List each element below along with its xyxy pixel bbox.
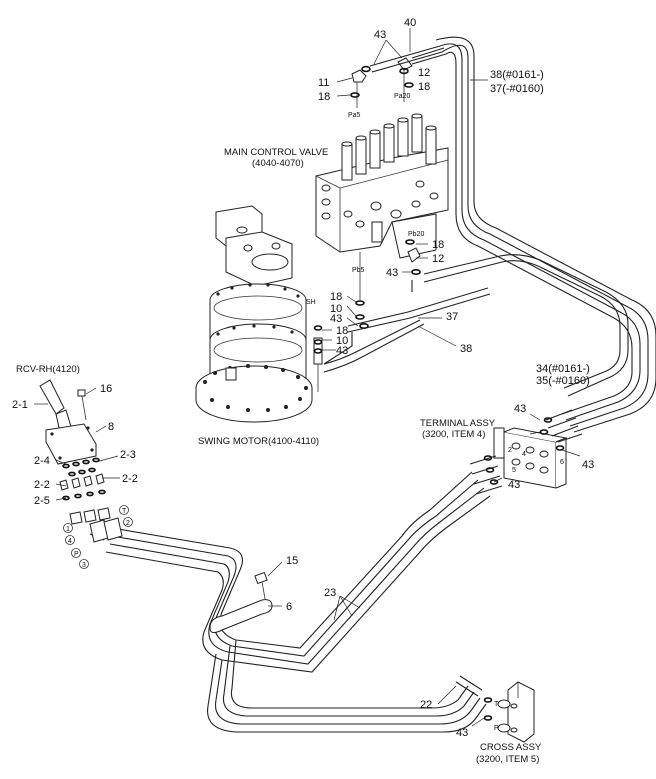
callout-43-terminal-c: 43 xyxy=(508,479,520,491)
callout-43-mid-a: 43 xyxy=(330,313,342,325)
terminal-port-2: 2 xyxy=(508,447,512,454)
port-p: P xyxy=(74,551,79,558)
callout-10-b: 10 xyxy=(336,335,348,347)
callout-12-mid: 12 xyxy=(432,253,444,265)
cross-port-p: P xyxy=(494,725,499,732)
cross-assy xyxy=(483,681,535,743)
port-pa5: Pa5 xyxy=(348,112,361,119)
swing-motor xyxy=(195,205,323,423)
callout-11: 11 xyxy=(318,77,329,89)
terminal-assy xyxy=(469,409,583,495)
callout-18-top-right: 18 xyxy=(418,81,430,93)
callout-43-cross: 43 xyxy=(456,727,468,739)
mcv-label-line2: (4040-4070) xyxy=(252,158,304,169)
terminal-port-5: 5 xyxy=(512,467,516,474)
callout-8: 8 xyxy=(108,421,114,433)
callout-18-mid-right: 18 xyxy=(432,239,444,251)
leader-lines xyxy=(34,28,581,727)
callout-43-terminal-a: 43 xyxy=(514,403,526,415)
port-3: 3 xyxy=(82,562,86,569)
rcv-label: RCV-RH(4120) xyxy=(16,364,80,375)
callout-10-a: 10 xyxy=(330,303,342,315)
rcv-port-circles xyxy=(63,505,133,569)
terminal-port-6: 6 xyxy=(560,459,564,466)
cross-assy-label-line2: (3200, ITEM 5) xyxy=(476,754,539,765)
cross-assy-label-line1: CROSS ASSY xyxy=(480,742,542,753)
callout-37: 37 xyxy=(446,311,458,323)
port-pa20: Pa20 xyxy=(394,93,410,100)
callout-16: 16 xyxy=(100,383,112,395)
terminal-assy-label-line1: TERMINAL ASSY xyxy=(420,418,496,429)
main-control-valve xyxy=(315,113,449,259)
component-labels: MAIN CONTROL VALVE (4040-4070) SWING MOT… xyxy=(16,147,542,765)
callout-2-1: 2-1 xyxy=(12,399,28,411)
callout-12-top: 12 xyxy=(418,67,430,79)
rcv-fittings xyxy=(59,457,123,543)
terminal-assy-label-line2: (3200, ITEM 4) xyxy=(422,429,485,440)
callout-18-mid-b: 18 xyxy=(336,325,348,337)
callout-22: 22 xyxy=(420,699,432,711)
callout-43-top: 43 xyxy=(374,29,386,41)
mcv-label-line1: MAIN CONTROL VALVE xyxy=(224,147,328,158)
callout-2-3: 2-3 xyxy=(120,449,136,461)
callout-35-line2: 35(-#0160) xyxy=(536,375,590,387)
callout-2-4: 2-4 xyxy=(34,455,50,467)
callout-15: 15 xyxy=(286,555,298,567)
port-pb20: Pb20 xyxy=(408,231,424,238)
callout-43-mid-b: 43 xyxy=(336,345,348,357)
callout-18-mid-left: 18 xyxy=(330,291,342,303)
callout-18-top-left: 18 xyxy=(318,91,330,103)
callout-2-2-right: 2-2 xyxy=(122,473,138,485)
terminal-port-4: 4 xyxy=(522,451,526,458)
swing-motor-label: SWING MOTOR(4100-4110) xyxy=(198,436,319,447)
callout-2-5: 2-5 xyxy=(34,495,50,507)
callout-numbers: 40 43 11 18 12 18 38(#0161-) 37(-#0160) … xyxy=(12,17,594,739)
callout-6: 6 xyxy=(286,601,292,613)
callout-38-37-line1: 38(#0161-) xyxy=(490,69,544,81)
rcv-lever xyxy=(39,379,97,465)
port-t: T xyxy=(122,508,127,515)
port-sh: SH xyxy=(306,299,316,306)
callout-34-35-line1: 34(#0161-) xyxy=(536,363,590,375)
cross-port-t: T xyxy=(494,701,499,708)
callout-40: 40 xyxy=(404,17,416,29)
port-marks: Pa5 Pa20 Pb20 Pb5 SH 1 4 P 3 T 2 2 4 5 6… xyxy=(63,93,564,732)
callout-43-mid-right: 43 xyxy=(386,267,398,279)
hoses xyxy=(89,36,656,733)
port-2: 2 xyxy=(126,520,130,527)
callout-2-2-left: 2-2 xyxy=(34,479,50,491)
callout-38: 38 xyxy=(460,343,472,355)
port-1: 1 xyxy=(66,526,70,533)
callout-23: 23 xyxy=(324,587,336,599)
port-4: 4 xyxy=(68,538,72,545)
callout-38-37-line2: 37(-#0160) xyxy=(490,83,544,95)
port-pb5: Pb5 xyxy=(352,267,365,274)
mcv-top-fittings xyxy=(350,57,414,108)
callout-43-terminal-b: 43 xyxy=(582,459,594,471)
